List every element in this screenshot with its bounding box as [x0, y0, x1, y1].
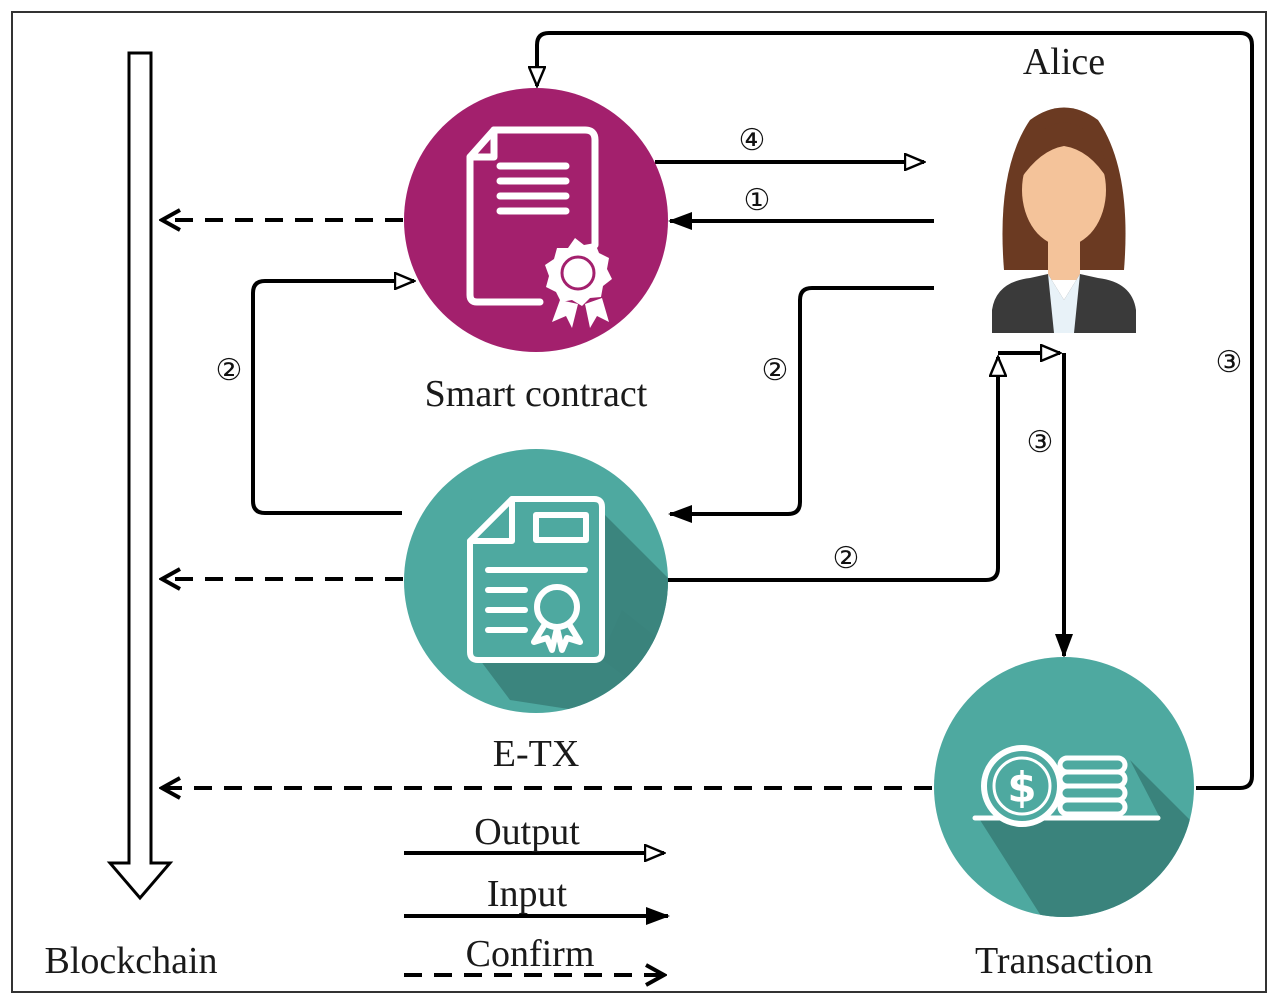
dollar-coins-icon: $ — [972, 745, 1161, 827]
smart-contract-node — [404, 88, 668, 352]
legend-input-label: Input — [487, 873, 568, 915]
alice-label: Alice — [1023, 41, 1105, 83]
step-marker-3-down: ③ — [1027, 425, 1054, 460]
step-marker-4: ④ — [739, 123, 766, 158]
step2-etx-to-alice-arrow — [668, 357, 998, 582]
step-marker-3-loop: ③ — [1216, 345, 1243, 380]
outer-frame — [11, 11, 1267, 993]
transaction-node: $ — [934, 657, 1194, 917]
step2-alice-to-etx-arrow — [668, 286, 934, 523]
etx-node — [404, 449, 668, 713]
certificate-document-icon — [466, 126, 599, 306]
dollar-sign-icon: $ — [1007, 763, 1036, 812]
blockchain-arrow — [106, 51, 174, 901]
step-marker-2-left: ② — [216, 353, 243, 388]
legend-confirm-label: Confirm — [466, 933, 595, 975]
blockchain-label: Blockchain — [44, 940, 217, 982]
step-marker-2-etx: ② — [833, 541, 860, 576]
transaction-label: Transaction — [975, 940, 1153, 982]
step-marker-1: ① — [744, 183, 771, 218]
receipt-certificate-icon — [467, 496, 605, 663]
seal-icon — [545, 238, 612, 328]
step-marker-2-alice: ② — [762, 353, 789, 388]
step2-etx-to-contract-arrow — [251, 281, 414, 515]
woman-avatar-icon — [992, 107, 1136, 333]
etx-label: E-TX — [493, 733, 580, 775]
smart-contract-label: Smart contract — [425, 373, 648, 415]
legend-output-label: Output — [474, 811, 580, 853]
step3-transaction-to-contract-arrow — [537, 31, 1254, 790]
